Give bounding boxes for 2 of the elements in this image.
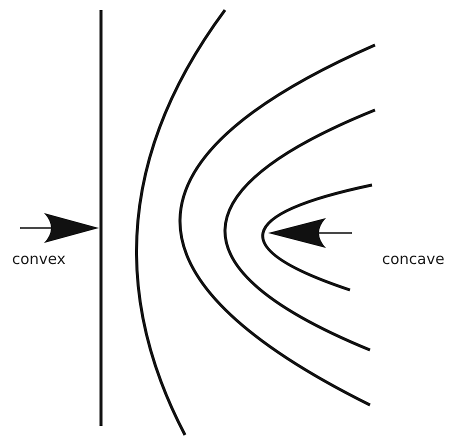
- arrow-label: concave: [382, 250, 444, 268]
- arrow-label: convex: [12, 250, 66, 268]
